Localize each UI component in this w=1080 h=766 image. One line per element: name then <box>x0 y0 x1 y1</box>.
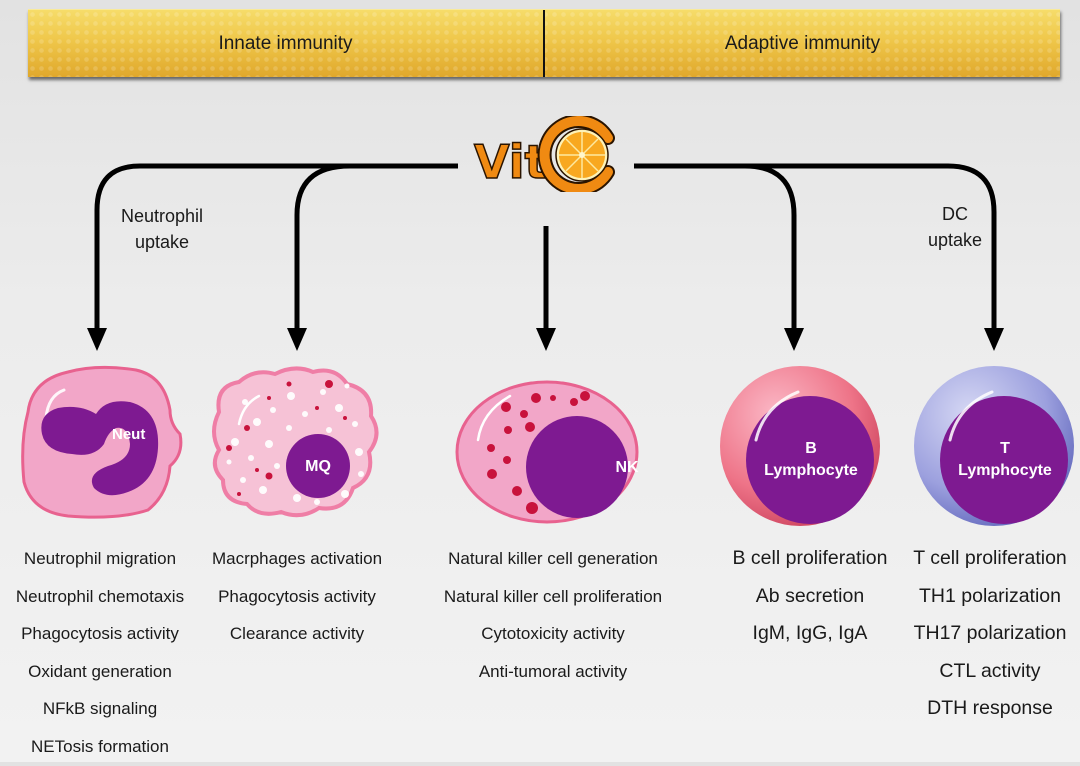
effect-item: CTL activity <box>939 659 1041 682</box>
arrow-to-macrophage <box>294 163 351 330</box>
effect-item: DTH response <box>927 697 1053 720</box>
b-lymphocyte-label: B Lymphocyte <box>746 438 876 482</box>
effect-item: Neutrophil migration <box>23 549 177 568</box>
vit-text: Vit <box>474 135 547 189</box>
effect-item: Cytotoxicity activity <box>481 624 625 644</box>
b-lymphocyte-cell: B Lymphocyte <box>718 362 886 530</box>
b-lymphocyte-label-line2: Lymphocyte <box>764 462 858 479</box>
neutrophil-cell: Neut <box>18 362 183 522</box>
effect-item: Natural killer cell proliferation <box>443 586 663 606</box>
dc-uptake-line1: DC <box>942 204 968 224</box>
dc-uptake-line2: uptake <box>927 230 983 250</box>
orange-slice-icon <box>537 116 615 192</box>
effect-item: Anti-tumoral activity <box>478 661 628 681</box>
dc-uptake-label: DC uptake <box>915 201 995 253</box>
nk-cell: NK <box>452 376 642 528</box>
arrowhead-nk <box>536 328 556 351</box>
macrophage-label: MQ <box>305 458 331 475</box>
t-lymphocyte-label-line2: Lymphocyte <box>958 462 1052 479</box>
t-lymphocyte-label-line1: T <box>1000 440 1010 457</box>
adaptive-immunity-header: Adaptive immunity <box>724 32 881 54</box>
effect-item: TH1 polarization <box>919 584 1061 607</box>
banner-divider <box>543 10 545 77</box>
effect-item: Phagocytosis activity <box>218 586 376 606</box>
effect-item: T cell proliferation <box>913 547 1067 569</box>
arrow-to-t-cell <box>745 163 997 330</box>
t-cell-effects: T cell proliferation TH1 polarization TH… <box>902 540 1078 728</box>
effect-item: TH17 polarization <box>913 622 1067 645</box>
t-lymphocyte-cell: T Lymphocyte <box>912 362 1080 530</box>
arrow-to-neutrophil <box>94 163 458 330</box>
neutrophil-uptake-line2: uptake <box>134 232 190 252</box>
immunity-banner: Innate immunity Adaptive immunity <box>28 9 1060 77</box>
innate-immunity-header: Innate immunity <box>218 32 353 54</box>
vit-text-icon: Vit <box>473 134 547 190</box>
effect-item: Ab secretion <box>755 584 865 607</box>
effect-item: Clearance activity <box>229 624 365 644</box>
neutrophil-uptake-label: Neutrophil uptake <box>108 203 216 255</box>
macrophage-icon <box>212 366 379 518</box>
neutrophil-label: Neut <box>112 426 146 443</box>
effect-item: B cell proliferation <box>732 547 888 569</box>
effect-item: IgM, IgG, IgA <box>752 622 868 645</box>
neutrophil-uptake-line1: Neutrophil <box>120 206 204 226</box>
neutrophil-effects: Neutrophil migration Neutrophil chemotax… <box>0 540 200 766</box>
nk-label: NK <box>615 459 639 476</box>
b-lymphocyte-label-line1: B <box>805 440 817 457</box>
macrophage-effects: Macrphages activation Phagocytosis activ… <box>198 540 396 653</box>
arrowhead-t-cell <box>984 328 1004 351</box>
effect-item: Phagocytosis activity <box>21 624 179 644</box>
effect-item: Natural killer cell generation <box>448 549 658 568</box>
t-lymphocyte-icon <box>914 366 1074 526</box>
effect-item: Macrphages activation <box>211 549 383 568</box>
macrophage-cell: MQ <box>205 362 385 522</box>
arrow-to-b-cell <box>634 163 797 330</box>
effect-item: Oxidant generation <box>28 661 172 681</box>
neutrophil-icon <box>21 365 183 519</box>
effect-item: Neutrophil chemotaxis <box>15 586 185 606</box>
t-lymphocyte-label: T Lymphocyte <box>940 438 1070 482</box>
nk-cell-icon <box>455 380 639 524</box>
effect-item: NETosis formation <box>31 736 169 756</box>
arrowhead-neutrophil <box>87 328 107 351</box>
nk-effects: Natural killer cell generation Natural k… <box>423 540 683 690</box>
b-cell-effects: B cell proliferation Ab secretion IgM, I… <box>720 540 900 653</box>
effect-item: NFkB signaling <box>42 699 158 719</box>
arrowhead-macrophage <box>287 328 307 351</box>
arrowhead-b-cell <box>784 328 804 351</box>
vitamin-c-logo: Vit <box>473 116 615 192</box>
b-lymphocyte-icon <box>720 366 880 526</box>
